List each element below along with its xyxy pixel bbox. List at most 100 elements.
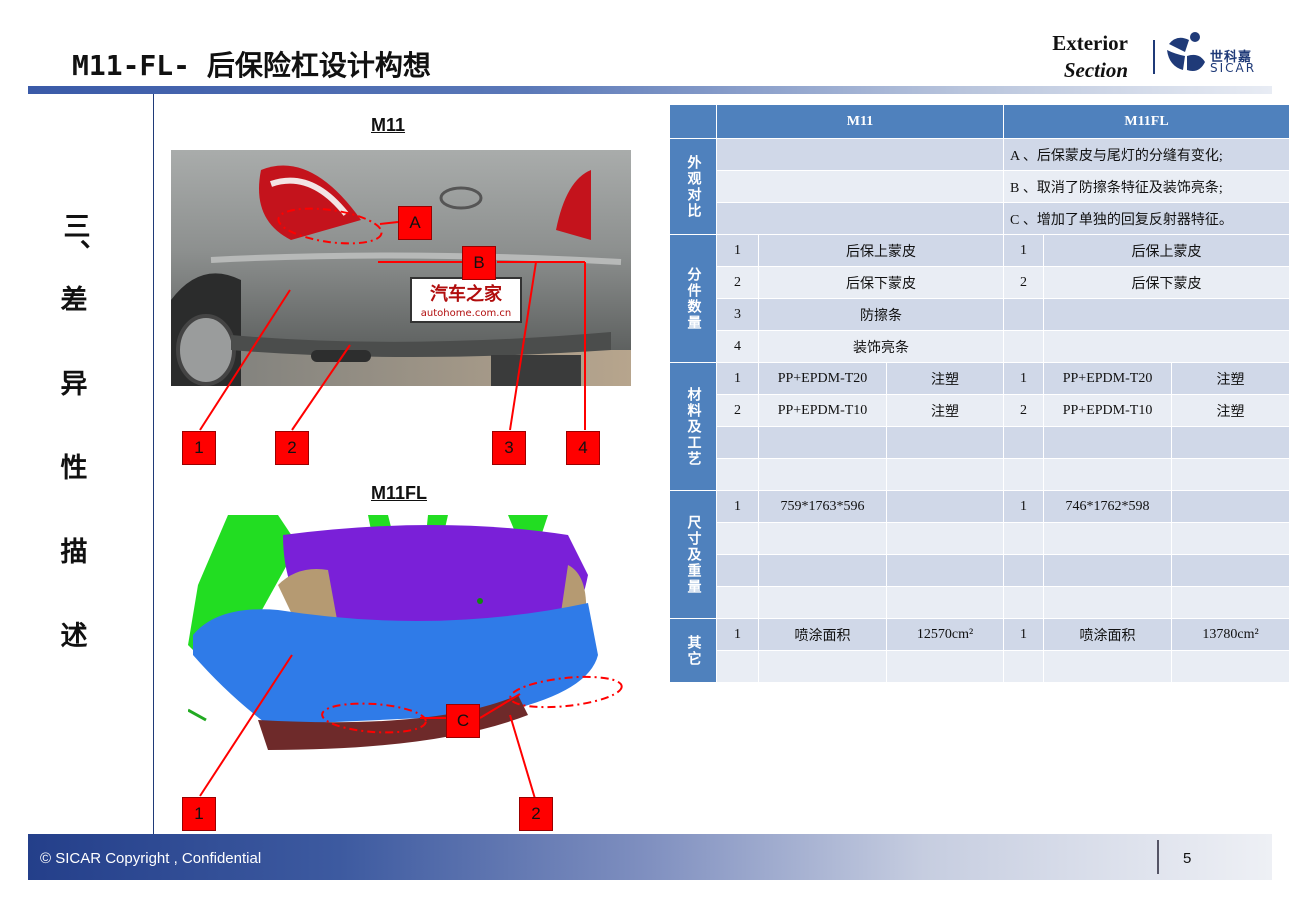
copyright-text: © SICAR Copyright , Confidential: [40, 850, 262, 867]
cell-size: 759*1763*596: [758, 490, 887, 523]
footer-bar: [28, 834, 1272, 880]
table-row: 4 装饰亮条: [670, 330, 1291, 363]
car-photo-illustration: 汽车之家 autohome.com.cn: [171, 150, 631, 386]
cell-material: PP+EPDM-T10: [1043, 394, 1173, 427]
plate-subtext: autohome.com.cn: [421, 308, 511, 319]
cell-no: 2: [1003, 394, 1045, 427]
comparison-table: M11 M11FL 外观对比 A 、后保蒙皮与尾灯的分缝有变化; B 、取消了防…: [669, 104, 1291, 683]
m11fl-image-label: M11FL: [371, 483, 428, 503]
section-heading-vertical: 三、 差 异 性 描 述: [56, 200, 92, 698]
cell-no: 2: [716, 266, 759, 299]
cell-process: 注塑: [885, 362, 1005, 395]
table-row: 外观对比 A 、后保蒙皮与尾灯的分缝有变化;: [669, 138, 1291, 235]
table-header-row: M11 M11FL: [669, 104, 1291, 139]
cell-material: PP+EPDM-T20: [1043, 362, 1173, 395]
cell-process: 注塑: [1171, 394, 1291, 427]
table-row: 3 防擦条: [670, 298, 1291, 331]
page-title: M11-FL- 后保险杠设计构想: [72, 49, 431, 82]
cell-no: 2: [1003, 266, 1045, 299]
logo-chinese: 世科嘉: [1210, 50, 1253, 65]
section-divider: [153, 94, 154, 834]
category-material: 材料及工艺: [669, 362, 717, 491]
appearance-b: B 、取消了防擦条特征及装饰亮条;: [1003, 170, 1291, 203]
exterior-text: Exterior: [1052, 31, 1128, 55]
heading-char: 性: [60, 453, 88, 484]
table-row: [670, 522, 1291, 555]
cell-process: 注塑: [1171, 362, 1291, 395]
cell-no: 4: [716, 330, 759, 363]
m11-rear-photo: 汽车之家 autohome.com.cn: [171, 150, 631, 386]
section-text: Section: [1063, 58, 1128, 82]
callout-1-bottom: 1: [182, 797, 216, 831]
cell-other-value: 12570cm²: [885, 618, 1005, 651]
table-row: 材料及工艺 1 PP+EPDM-T20 注塑 1 PP+EPDM-T20 注塑: [669, 362, 1291, 491]
page-number: 5: [1183, 850, 1192, 867]
m11-image-label: M11: [371, 115, 406, 135]
heading-char: 述: [60, 621, 88, 652]
cell-other-name: 喷涂面积: [1043, 618, 1173, 651]
callout-1-top: 1: [182, 431, 216, 465]
category-size: 尺寸及重量: [669, 490, 717, 619]
table-row: 尺寸及重量 1 759*1763*596 1 746*1762*598: [669, 490, 1291, 619]
table-row: [670, 586, 1291, 619]
cell-other-value: 13780cm²: [1171, 618, 1291, 651]
cell-no: 2: [716, 394, 759, 427]
cell-part: 后保下蒙皮: [757, 266, 1005, 299]
table-row: 其它 1 喷涂面积 12570cm² 1 喷涂面积 13780cm²: [669, 618, 1291, 683]
callout-2-top: 2: [275, 431, 309, 465]
callout-c: C: [446, 704, 480, 738]
cell-no: 1: [716, 234, 759, 267]
cell-no: 1: [1003, 618, 1045, 651]
header-blank: [669, 104, 717, 139]
plate-text: 汽车之家: [430, 283, 503, 305]
appearance-a: A 、后保蒙皮与尾灯的分缝有变化;: [1003, 138, 1291, 171]
heading-char: 差: [60, 285, 88, 316]
table-row: [670, 426, 1291, 459]
cell-size: 746*1762*598: [1043, 490, 1173, 523]
cell-part: 后保上蒙皮: [757, 234, 1005, 267]
callout-4-top: 4: [566, 431, 600, 465]
table-row: 2 PP+EPDM-T10 注塑 2 PP+EPDM-T10 注塑: [670, 394, 1291, 427]
m11fl-3d-model: [188, 515, 598, 750]
callout-b: B: [462, 246, 496, 280]
header-m11: M11: [715, 104, 1005, 139]
table-row: [670, 650, 1291, 683]
table-row: B 、取消了防擦条特征及装饰亮条;: [670, 170, 1291, 203]
callout-2-bottom: 2: [519, 797, 553, 831]
cell-no: 1: [1003, 490, 1045, 523]
cell-material: PP+EPDM-T20: [758, 362, 887, 395]
cell-part: 后保下蒙皮: [1043, 266, 1291, 299]
exterior-section-label: Exterior Section: [1052, 30, 1128, 84]
cell-other-name: 喷涂面积: [758, 618, 887, 651]
heading-char: 描: [60, 537, 88, 568]
category-other: 其它: [669, 618, 717, 683]
callout-a: A: [398, 206, 432, 240]
cell-no: 1: [716, 618, 759, 651]
cell-no: 1: [716, 490, 759, 523]
cell-part: 装饰亮条: [757, 330, 1005, 363]
logo-divider: [1153, 40, 1155, 74]
footer-divider: [1157, 840, 1159, 874]
logo-english: SICAR: [1210, 61, 1257, 75]
table-row: 分件数量 1 后保上蒙皮 1 后保上蒙皮: [669, 234, 1291, 363]
cell-part: 后保上蒙皮: [1043, 234, 1291, 267]
category-appearance: 外观对比: [669, 138, 717, 235]
cell-no: 3: [716, 298, 759, 331]
heading-char: 异: [60, 369, 88, 400]
callout-3-top: 3: [492, 431, 526, 465]
appearance-c: C 、增加了单独的回复反射器特征。: [1003, 202, 1291, 235]
table-row: 2 后保下蒙皮 2 后保下蒙皮: [670, 266, 1291, 299]
header-m11fl: M11FL: [1003, 104, 1291, 139]
cell-process: 注塑: [885, 394, 1005, 427]
cell-material: PP+EPDM-T10: [758, 394, 887, 427]
cell-no: 1: [716, 362, 759, 395]
cell-no: 1: [1003, 234, 1045, 267]
table-row: [670, 458, 1291, 491]
cell-part: 防擦条: [757, 298, 1005, 331]
heading-char: 三、: [58, 212, 90, 266]
table-row: [670, 554, 1291, 587]
table-row: C 、增加了单独的回复反射器特征。: [670, 202, 1291, 235]
category-parts: 分件数量: [669, 234, 717, 363]
sicar-logo-icon: [1167, 32, 1205, 71]
cell-no: 1: [1003, 362, 1045, 395]
